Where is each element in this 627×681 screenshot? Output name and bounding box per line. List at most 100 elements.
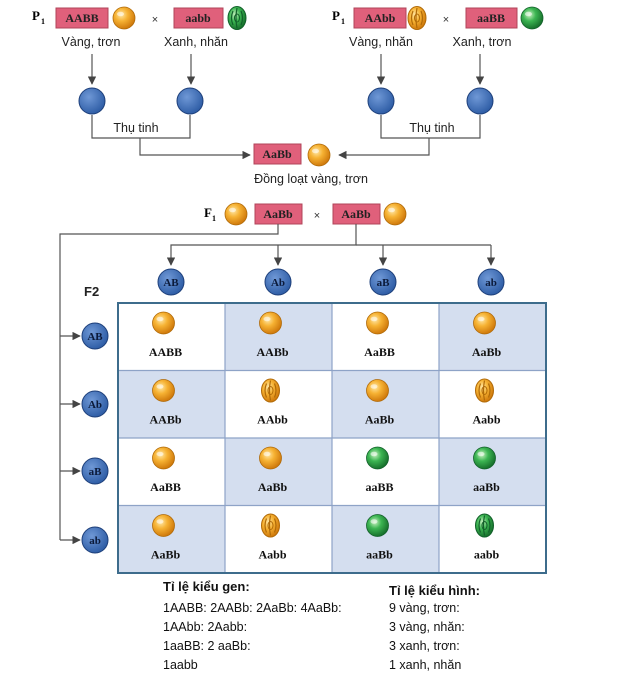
left-parent2-genotype-box: [173, 7, 224, 29]
punnett-genotype: AAbb: [257, 413, 288, 427]
punnett-cell: [118, 303, 225, 371]
right-parent-cross: P 1 AAbb × aaBB Vàng, nhăn Xanh, trơn Th…: [332, 6, 544, 160]
f1-left-genotype: AaBb: [263, 207, 293, 221]
left-gamete-ab: [81, 526, 109, 554]
left-gamete-label: ab: [89, 535, 101, 547]
phenotype-ratio-title: Tỉ lệ kiểu hình:: [389, 583, 480, 598]
seed-yellow-smooth-icon: [112, 6, 136, 30]
punnett-cell: [225, 505, 332, 573]
right-parent1-genotype: AAbb: [365, 11, 396, 25]
punnett-genotype: AaBb: [472, 345, 502, 359]
f1-label: F: [204, 205, 212, 220]
seed-yellow-smooth-icon: [152, 514, 175, 537]
top-gamete-ab: [477, 268, 505, 296]
seed-yellow-smooth-icon: [307, 143, 331, 167]
punnett-cell: [439, 303, 546, 371]
seed-green-smooth-icon: [366, 514, 389, 537]
left-gamete-label: aB: [89, 466, 103, 478]
top-gamete-label: ab: [485, 277, 497, 289]
genotype-ratio-line-4: 1aabb: [163, 658, 198, 672]
right-gamete-2: [466, 87, 494, 115]
left-p-subscript: 1: [41, 17, 45, 26]
f1-result-caption: Đồng loạt vàng, trơn: [254, 172, 368, 186]
seed-yellow-smooth-icon: [224, 202, 248, 226]
top-gamete-Ab: [264, 268, 292, 296]
seed-green-wrinkled-icon: [475, 513, 494, 538]
left-parent-cross: P 1 AABB × aabb Vàng, trơn Xanh, nhăn Th…: [32, 6, 251, 160]
left-gamete-Ab: [81, 390, 109, 418]
left-p-label: P: [32, 8, 40, 23]
phenotype-ratio-line-2: 3 vàng, nhăn:: [389, 620, 465, 634]
left-parent2-genotype: aabb: [185, 11, 211, 25]
seed-green-wrinkled-icon: [227, 6, 247, 30]
f1-cross-symbol: ×: [314, 210, 320, 222]
f2-left-gametes: AB Ab aB ab: [60, 322, 109, 554]
right-parent1-genotype-box: [353, 7, 407, 29]
phenotype-ratio-line-4: 1 xanh, nhăn: [389, 658, 461, 672]
f1-right-genotype: AaBb: [341, 207, 371, 221]
seed-yellow-wrinkled-icon: [261, 513, 280, 538]
genotype-ratio-line-2: 1AAbb: 2Aabb:: [163, 620, 247, 634]
seed-yellow-smooth-icon: [383, 202, 407, 226]
punnett-genotype: AABb: [149, 413, 181, 427]
punnett-cell: [439, 505, 546, 573]
punnett-genotype: aaBb: [366, 548, 393, 562]
right-parent2-phenotype: Xanh, trơn: [453, 35, 512, 49]
punnett-genotype: AABb: [256, 345, 288, 359]
seed-yellow-wrinkled-icon: [407, 6, 427, 30]
seed-yellow-wrinkled-icon: [475, 378, 494, 403]
top-gamete-label: Ab: [271, 277, 285, 289]
f1-result-genotype-box: [253, 143, 302, 165]
right-parent2-genotype-box: [465, 7, 518, 29]
punnett-genotype: aaBB: [365, 480, 393, 494]
punnett-genotype: AaBB: [150, 480, 181, 494]
right-parent1-phenotype: Vàng, nhăn: [349, 35, 413, 49]
punnett-cell: [332, 303, 439, 371]
left-fertilization-label: Thụ tinh: [113, 121, 158, 135]
punnett-genotype: AABB: [149, 345, 182, 359]
punnett-cell: [332, 438, 439, 506]
right-p-subscript: 1: [341, 17, 345, 26]
punnett-genotype: aabb: [474, 548, 500, 562]
punnett-cell: [439, 438, 546, 506]
seed-yellow-smooth-icon: [366, 311, 389, 335]
seed-yellow-smooth-icon: [473, 311, 496, 335]
left-gamete-aB: [81, 457, 109, 485]
seed-yellow-wrinkled-icon: [261, 378, 280, 403]
genotype-ratio-line-1: 1AABB: 2AABb: 2AaBb: 4AaBb:: [163, 601, 342, 615]
punnett-cell: [332, 370, 439, 438]
right-p-label: P: [332, 8, 340, 23]
right-gamete-1: [367, 87, 395, 115]
punnett-cell: [225, 370, 332, 438]
phenotype-ratio-line-1: 9 vàng, trơn:: [389, 601, 460, 615]
genotype-ratio-title: Tỉ lệ kiểu gen:: [163, 579, 250, 594]
punnett-genotype: AaBb: [151, 548, 181, 562]
punnett-cell: [225, 438, 332, 506]
left-gamete-AB: [81, 322, 109, 350]
left-parent1-genotype: AABB: [65, 11, 98, 25]
punnett-genotype: Aabb: [258, 548, 286, 562]
punnett-genotype: aaBb: [473, 480, 500, 494]
seed-yellow-smooth-icon: [259, 311, 282, 335]
phenotype-ratio-line-3: 3 xanh, trơn:: [389, 639, 460, 653]
top-gamete-label: AB: [163, 277, 179, 289]
right-cross-symbol: ×: [443, 14, 449, 26]
seed-yellow-smooth-icon: [259, 446, 282, 470]
seed-yellow-smooth-icon: [152, 446, 175, 470]
top-gamete-AB: [157, 268, 185, 296]
punnett-genotype: Aabb: [472, 413, 500, 427]
right-parent2-genotype: aaBB: [477, 11, 505, 25]
punnett-border: [117, 302, 547, 574]
genotype-ratio-line-3: 1aaBB: 2 aaBb:: [163, 639, 251, 653]
punnett-cell: [118, 505, 225, 573]
f1-subscript: 1: [212, 214, 216, 223]
right-fertilization-label: Thụ tinh: [409, 121, 454, 135]
left-gamete-label: AB: [87, 331, 103, 343]
seed-green-smooth-icon: [520, 6, 544, 30]
punnett-cell: [439, 370, 546, 438]
punnett-genotype: AaBb: [365, 413, 395, 427]
left-gamete-label: Ab: [88, 399, 102, 411]
